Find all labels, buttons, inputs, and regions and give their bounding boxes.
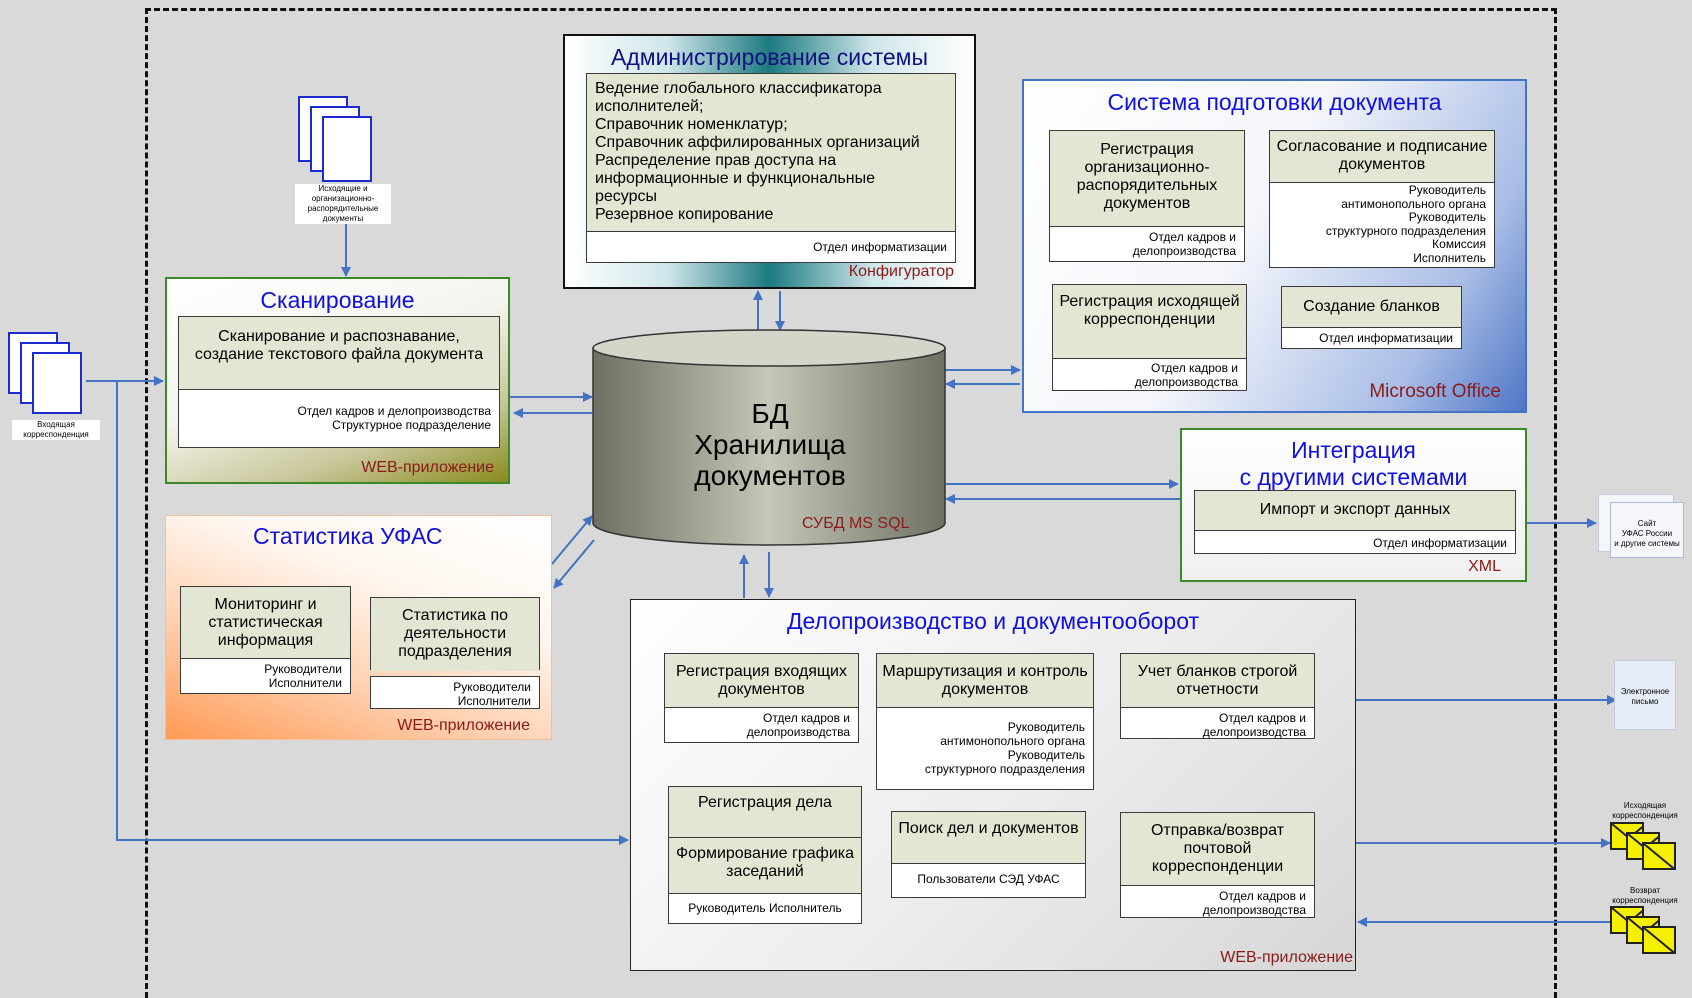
- arrow-incoming-to-office: [116, 381, 629, 845]
- envelope-icon: [1642, 842, 1676, 870]
- routing-title: Маршрутизация и контроль документов: [877, 654, 1093, 708]
- case-title-1: Регистрация дела: [669, 787, 861, 838]
- admin-tag: Конфигуратор: [848, 263, 954, 280]
- document-icon: [32, 352, 82, 414]
- admin-card: Ведение глобального классификатора испол…: [586, 73, 956, 263]
- approve-role: Руководитель антимонопольного органа Рук…: [1325, 183, 1486, 265]
- arrow-stats-to-db: [551, 515, 593, 565]
- incoming-label: Входящая корреспонденция: [12, 420, 100, 440]
- case-title-2: Формирование графика заседаний: [669, 838, 861, 894]
- routing-role: Руководитель антимонопольного органа Рук…: [924, 720, 1085, 776]
- system-boundary: [145, 8, 1557, 998]
- stats-tag: WEB-приложение: [397, 717, 530, 734]
- scan-task: Сканирование и распознавание, создание т…: [179, 317, 499, 390]
- scan-card[interactable]: Сканирование и распознавание, создание т…: [178, 316, 500, 448]
- prep-card-reg-org[interactable]: Регистрация организационно-распорядитель…: [1049, 130, 1245, 262]
- db-tag: СУБД MS SQL: [802, 515, 910, 532]
- approve-title: Согласование и подписание документов: [1270, 131, 1494, 183]
- integration-title-1: Интеграция: [1291, 437, 1416, 463]
- integration-title-2: с другими системами: [1239, 464, 1468, 490]
- prep-tag: Microsoft Office: [1369, 381, 1501, 402]
- outgoing-docs-label: Исходящие и организационно- распорядител…: [295, 184, 391, 224]
- reg-out-title: Регистрация исходящей корреспонденции: [1053, 285, 1246, 359]
- return-mail-label: Возврат корреспонденция: [1612, 886, 1678, 905]
- stats-card-dept[interactable]: Статистика по деятельности подразделения: [370, 597, 540, 671]
- db-label: БД Хранилища документов: [640, 398, 900, 491]
- integration-panel: Интеграция с другими системами Импорт и …: [1180, 428, 1527, 582]
- db-line2: Хранилища: [694, 429, 846, 460]
- stats-title: Статистика УФАС: [253, 523, 443, 549]
- strict-role: Отдел кадров и делопроизводства: [1202, 711, 1306, 739]
- office-card-routing[interactable]: Маршрутизация и контроль документов Руко…: [876, 653, 1094, 790]
- monitor-title: Мониторинг и статистическая информация: [181, 587, 350, 659]
- document-icon: [322, 116, 372, 182]
- case-role: Руководитель Исполнитель: [688, 901, 842, 915]
- office-panel: Делопроизводство и документооборот Регис…: [630, 599, 1356, 971]
- monitor-role: Руководители Исполнители: [264, 662, 342, 690]
- scan-panel: Сканирование Сканирование и распознавани…: [165, 277, 510, 484]
- scan-tag: WEB-приложение: [361, 459, 494, 476]
- integration-tag: XML: [1468, 558, 1501, 575]
- search-role: Пользователи СЭД УФАС: [917, 872, 1060, 886]
- dept-role: Руководители Исполнители: [453, 680, 531, 708]
- outgoing-mail-label: Исходящая корреспонденция: [1612, 801, 1678, 820]
- admin-role: Отдел информатизации: [813, 240, 947, 254]
- db-line3: документов: [694, 460, 846, 491]
- office-card-strict[interactable]: Учет бланков строгой отчетности Отдел ка…: [1120, 653, 1315, 739]
- site-label: Сайт УФАС России и другие системы: [1610, 502, 1684, 558]
- office-card-reg-in[interactable]: Регистрация входящих документов Отдел ка…: [664, 653, 859, 743]
- prep-title: Система подготовки документа: [1107, 89, 1442, 115]
- reg-in-role: Отдел кадров и делопроизводства: [746, 711, 850, 739]
- integration-role: Отдел информатизации: [1373, 536, 1507, 550]
- reg-in-title: Регистрация входящих документов: [665, 654, 858, 708]
- reg-org-role: Отдел кадров и делопроизводства: [1132, 230, 1236, 258]
- db-line1: БД: [751, 398, 789, 429]
- office-card-search[interactable]: Поиск дел и документов Пользователи СЭД …: [891, 811, 1086, 898]
- prep-card-reg-out[interactable]: Регистрация исходящей корреспонденции От…: [1052, 284, 1247, 391]
- database-cylinder: [592, 329, 946, 546]
- stats-card-monitor[interactable]: Мониторинг и статистическая информация Р…: [180, 586, 351, 694]
- admin-panel: Администрирование системы Ведение глобал…: [563, 34, 976, 289]
- email-label: Электронное письмо: [1614, 660, 1676, 730]
- prep-card-approve[interactable]: Согласование и подписание документов Рук…: [1269, 130, 1495, 268]
- stats-panel: Статистика УФАС Мониторинг и статистичес…: [165, 515, 552, 740]
- envelope-icon: [1642, 926, 1676, 954]
- admin-title: Администрирование системы: [611, 44, 928, 70]
- search-title: Поиск дел и документов: [892, 812, 1085, 864]
- scan-role: Отдел кадров и делопроизводства Структур…: [297, 404, 491, 432]
- reg-out-role: Отдел кадров и делопроизводства: [1134, 361, 1238, 389]
- arrow-db-to-stats: [553, 539, 595, 589]
- integration-card[interactable]: Импорт и экспорт данных Отдел информатиз…: [1194, 490, 1516, 554]
- blanks-title: Создание бланков: [1282, 287, 1461, 328]
- mail-title: Отправка/возврат почтовой корреспонденци…: [1121, 813, 1314, 886]
- scan-title: Сканирование: [260, 287, 415, 313]
- blanks-role: Отдел информатизации: [1319, 331, 1453, 345]
- reg-org-title: Регистрация организационно-распорядитель…: [1050, 131, 1244, 227]
- office-card-mail[interactable]: Отправка/возврат почтовой корреспонденци…: [1120, 812, 1315, 918]
- office-card-case[interactable]: Регистрация дела Формирование графика за…: [668, 786, 862, 924]
- prep-panel: Система подготовки документа Регистрация…: [1022, 79, 1527, 413]
- stats-card-dept-role: Руководители Исполнители: [370, 676, 540, 709]
- prep-card-blanks[interactable]: Создание бланков Отдел информатизации: [1281, 286, 1462, 349]
- mail-role: Отдел кадров и делопроизводства: [1202, 889, 1306, 917]
- office-tag: WEB-приложение: [1220, 949, 1353, 966]
- strict-title: Учет бланков строгой отчетности: [1121, 654, 1314, 708]
- office-title: Делопроизводство и документооборот: [786, 608, 1200, 634]
- dept-title: Статистика по деятельности подразделения: [371, 598, 539, 671]
- admin-items: Ведение глобального классификатора испол…: [587, 74, 955, 232]
- integration-task: Импорт и экспорт данных: [1195, 491, 1515, 531]
